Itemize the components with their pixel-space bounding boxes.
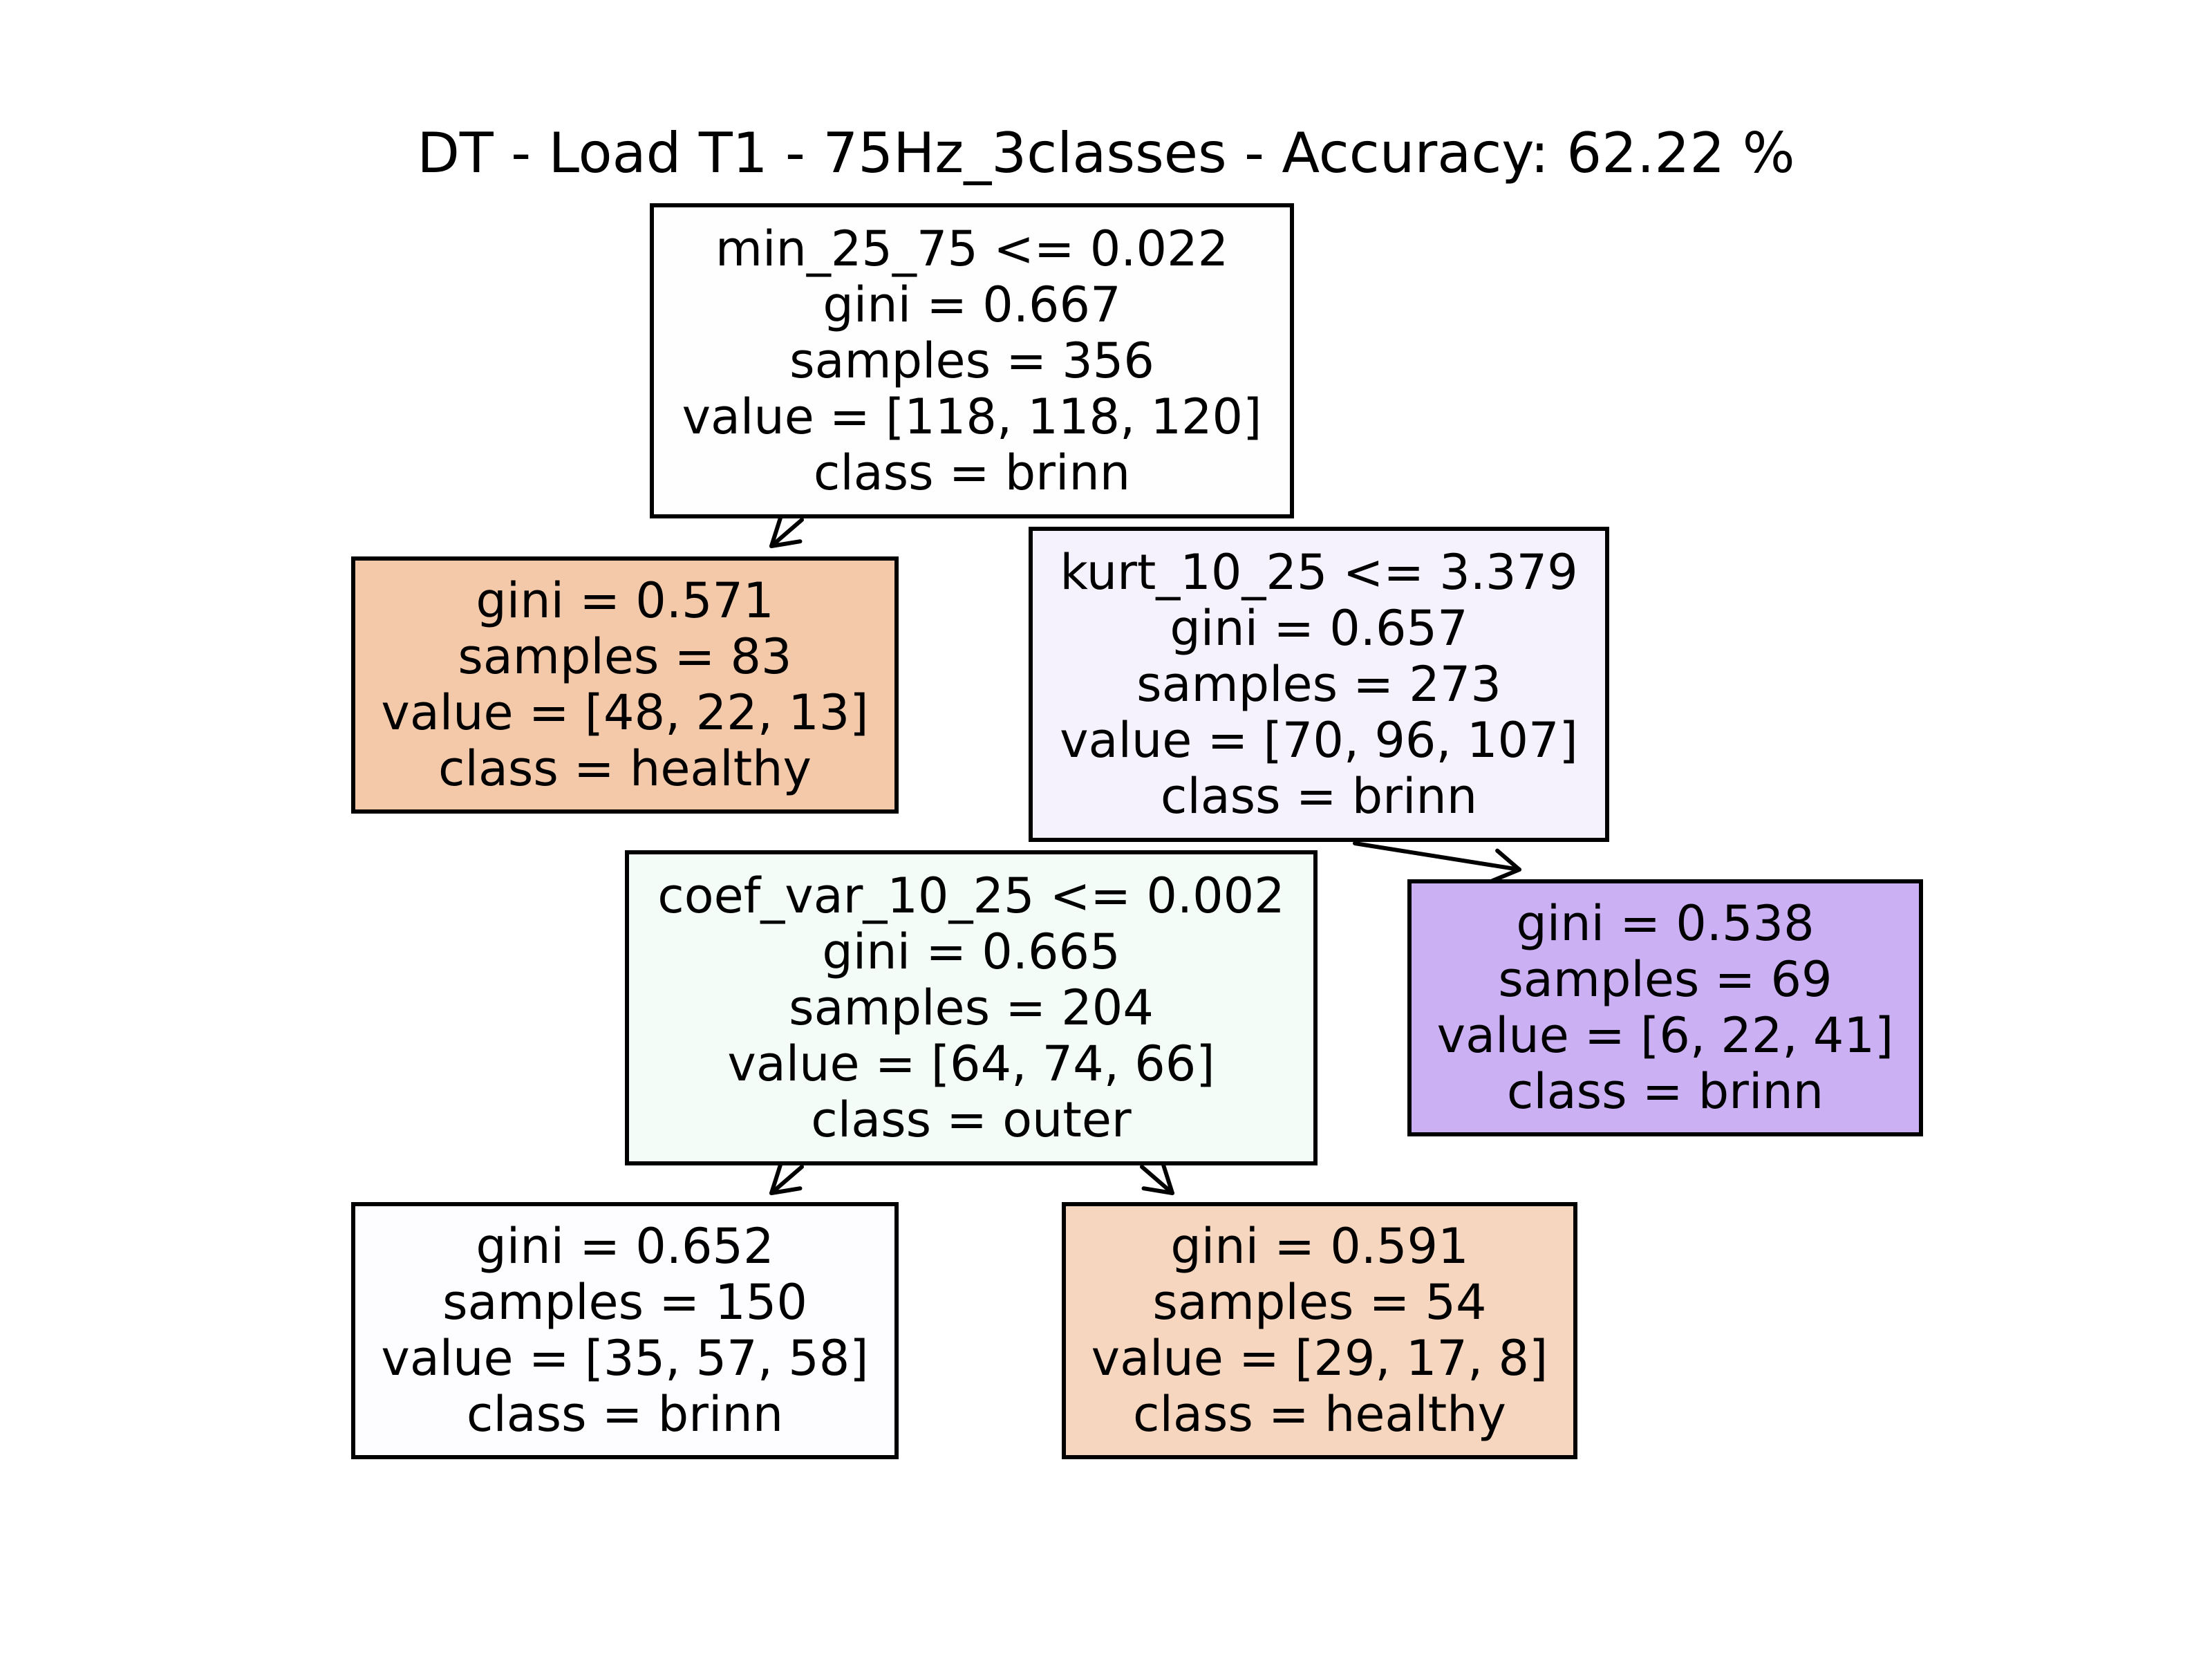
node-samples: samples = 54: [1152, 1274, 1487, 1331]
node-value: value = [118, 118, 120]: [682, 388, 1262, 445]
node-class: class = brinn: [1506, 1063, 1824, 1120]
node-split-rule: coef_var_10_25 <= 0.002: [657, 867, 1285, 924]
tree-node-leaf-healthy-54: gini = 0.591 samples = 54 value = [29, 1…: [1062, 1202, 1577, 1459]
node-value: value = [48, 22, 13]: [381, 684, 869, 741]
node-gini: gini = 0.652: [476, 1218, 774, 1275]
arrowhead-n3-n6: [1141, 1163, 1174, 1195]
arrowhead-n2-n4: [1490, 848, 1521, 883]
node-gini: gini = 0.538: [1516, 895, 1815, 952]
tree-node-leaf-healthy-83: gini = 0.571 samples = 83 value = [48, 2…: [351, 556, 899, 814]
node-gini: gini = 0.657: [1170, 599, 1468, 657]
node-class: class = healthy: [438, 740, 812, 797]
node-value: value = [29, 17, 8]: [1091, 1330, 1548, 1387]
node-value: value = [70, 96, 107]: [1060, 711, 1578, 769]
node-gini: gini = 0.571: [476, 572, 774, 629]
node-class: class = healthy: [1133, 1386, 1506, 1443]
edge-n2-n4: [1353, 841, 1521, 872]
node-samples: samples = 83: [458, 628, 792, 685]
node-class: class = brinn: [466, 1386, 784, 1443]
node-split-rule: min_25_75 <= 0.022: [715, 220, 1229, 277]
tree-node-leaf-brinn-150: gini = 0.652 samples = 150 value = [35, …: [351, 1202, 899, 1459]
node-samples: samples = 150: [442, 1274, 807, 1331]
node-samples: samples = 204: [789, 979, 1154, 1036]
node-samples: samples = 69: [1498, 951, 1833, 1008]
node-gini: gini = 0.665: [822, 923, 1121, 980]
node-gini: gini = 0.591: [1170, 1218, 1469, 1275]
node-class: class = brinn: [1160, 767, 1478, 825]
tree-node-split-coef-var: coef_var_10_25 <= 0.002 gini = 0.665 sam…: [625, 850, 1318, 1165]
edge-n3-n5: [769, 1165, 804, 1195]
arrowhead-n3-n5: [769, 1163, 803, 1195]
tree-node-leaf-brinn-69: gini = 0.538 samples = 69 value = [6, 22…: [1407, 879, 1923, 1136]
figure-title: DT - Load T1 - 75Hz_3classes - Accuracy:…: [0, 119, 2212, 188]
node-value: value = [64, 74, 66]: [727, 1035, 1215, 1092]
node-samples: samples = 356: [789, 332, 1154, 389]
node-value: value = [35, 57, 58]: [381, 1330, 869, 1387]
node-class: class = outer: [811, 1091, 1132, 1148]
tree-node-root: min_25_75 <= 0.022 gini = 0.667 samples …: [650, 203, 1294, 518]
arrowhead-root-n1: [769, 516, 803, 548]
node-class: class = brinn: [813, 444, 1131, 501]
node-samples: samples = 273: [1136, 655, 1501, 713]
edge-n3-n6: [1140, 1165, 1174, 1195]
figure-title-text: DT - Load T1 - 75Hz_3classes - Accuracy:…: [417, 121, 1795, 185]
node-value: value = [6, 22, 41]: [1436, 1007, 1894, 1064]
node-gini: gini = 0.667: [823, 276, 1121, 333]
tree-node-split-kurt: kurt_10_25 <= 3.379 gini = 0.657 samples…: [1029, 527, 1609, 842]
edge-root-n1: [769, 518, 804, 548]
node-split-rule: kurt_10_25 <= 3.379: [1060, 543, 1578, 601]
